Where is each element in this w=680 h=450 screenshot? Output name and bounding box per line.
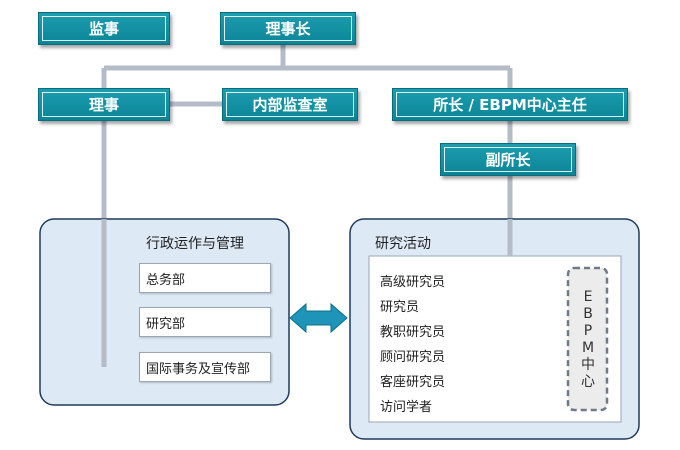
ebpm-char-2: B <box>583 306 593 322</box>
supervisor-box: 监事 <box>38 12 170 45</box>
vice-president-label: 副所长 <box>485 151 531 169</box>
internal-audit-box: 内部监查室 <box>222 88 358 121</box>
president-box: 所长 / EBPM中心主任 <box>392 88 628 121</box>
ebpm-char-4: M <box>581 340 595 356</box>
department-general-affairs: 总务部 <box>139 263 271 293</box>
ebpm-char-3: P <box>583 323 593 339</box>
department-international-pr: 国际事务及宣传部 <box>139 352 271 382</box>
ebpm-center-label: E B P M 中 心 <box>578 289 598 391</box>
supervisor-label: 监事 <box>88 20 119 38</box>
ebpm-char-5: 中 <box>581 357 595 373</box>
internal-audit-label: 内部监查室 <box>252 96 328 114</box>
chairman-label: 理事长 <box>265 20 311 38</box>
admin-group-title: 行政运作与管理 <box>146 236 244 252</box>
president-label: 所长 / EBPM中心主任 <box>433 96 587 114</box>
role-fellow: 研究员 <box>380 300 420 315</box>
ebpm-center-box <box>566 266 609 412</box>
bidirectional-arrow <box>289 302 348 334</box>
role-visiting-scholar: 访问学者 <box>380 400 433 415</box>
admin-trunk-overlay <box>101 219 513 367</box>
role-faculty-fellow: 教职研究员 <box>380 325 446 340</box>
department-research: 研究部 <box>139 307 271 337</box>
ebpm-char-6: 心 <box>581 374 595 390</box>
chairman-box: 理事长 <box>220 12 356 45</box>
role-senior-fellow: 高级研究员 <box>380 275 446 290</box>
director-label: 理事 <box>88 96 119 114</box>
vice-president-box: 副所长 <box>440 143 576 176</box>
ebpm-char-1: E <box>583 289 593 305</box>
role-consulting-fellow: 顾问研究员 <box>380 350 446 365</box>
research-group-title: 研究活动 <box>375 236 431 252</box>
role-visiting-fellow: 客座研究员 <box>380 375 446 390</box>
director-box: 理事 <box>38 88 170 121</box>
